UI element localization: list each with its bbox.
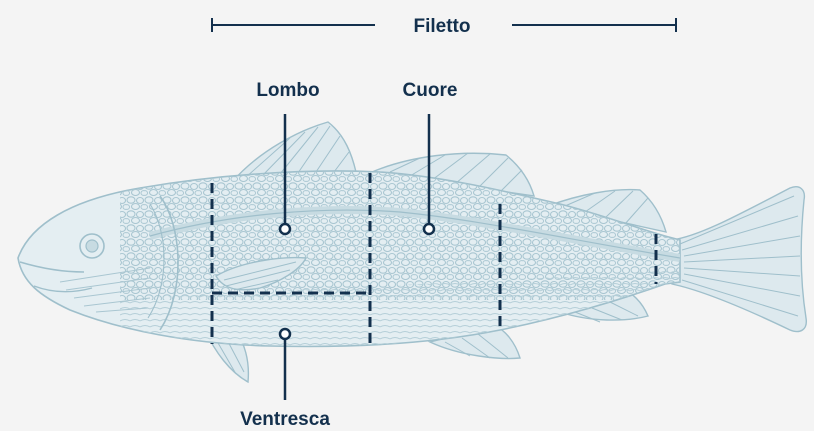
loin-label: Lombo [256,80,319,101]
heart-marker [424,224,434,234]
fish-icon [18,122,806,382]
belly-label: Ventresca [240,409,330,430]
heart-label: Cuore [403,80,458,101]
belly-marker [280,329,290,339]
loin-marker [280,224,290,234]
fillet-label: Filetto [414,16,471,37]
